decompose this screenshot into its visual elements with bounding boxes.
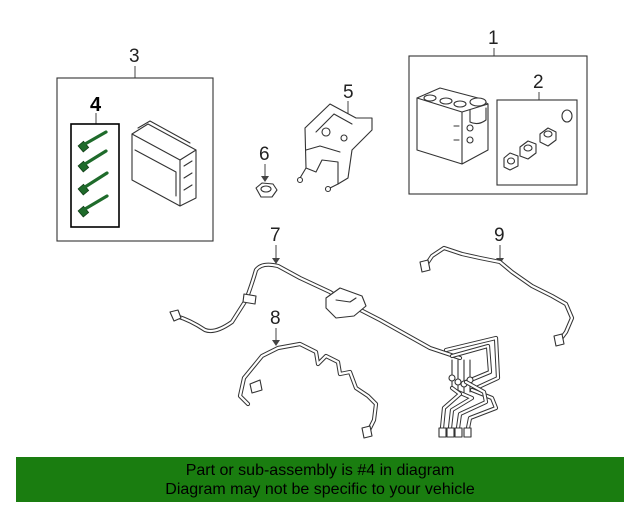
bolt-2[interactable] <box>77 149 108 173</box>
part-group-4: 4 <box>70 94 120 228</box>
callout-5[interactable]: 5 <box>343 82 354 103</box>
callout-6[interactable]: 6 <box>259 144 270 165</box>
callout-1[interactable]: 1 <box>488 28 499 49</box>
part-group-5: 5 <box>296 82 373 193</box>
bolt-4[interactable] <box>77 194 109 218</box>
part-group-9: 9 <box>419 225 575 347</box>
callout-8[interactable]: 8 <box>270 308 281 329</box>
callout-3[interactable]: 3 <box>129 46 140 67</box>
banner-line-2: Diagram may not be specific to your vehi… <box>165 481 475 498</box>
part-group-8: 8 <box>237 308 379 439</box>
callout-4[interactable]: 4 <box>90 94 102 116</box>
nut <box>255 182 278 198</box>
hydraulic-unit <box>416 87 489 165</box>
bolt-1[interactable] <box>77 130 108 153</box>
callout-2[interactable]: 2 <box>533 72 544 93</box>
part-group-1: 1 2 <box>408 28 588 195</box>
control-module <box>131 120 197 207</box>
banner-line-1: Part or sub-assembly is #4 in diagram <box>185 462 455 479</box>
callout-7[interactable]: 7 <box>270 225 281 246</box>
parts-diagram: 3 4 5 <box>56 28 588 439</box>
callout-9[interactable]: 9 <box>494 225 505 246</box>
bracket <box>296 103 373 193</box>
part-group-6: 6 <box>255 144 278 198</box>
bolt-3[interactable] <box>77 171 109 196</box>
seal-kit <box>503 109 573 171</box>
brake-line-rear <box>419 245 575 347</box>
brake-line-lower <box>237 341 379 439</box>
part-group-7: 7 <box>169 225 501 438</box>
brake-line-main <box>169 262 501 438</box>
info-banner: Part or sub-assembly is #4 in diagram Di… <box>16 457 624 502</box>
